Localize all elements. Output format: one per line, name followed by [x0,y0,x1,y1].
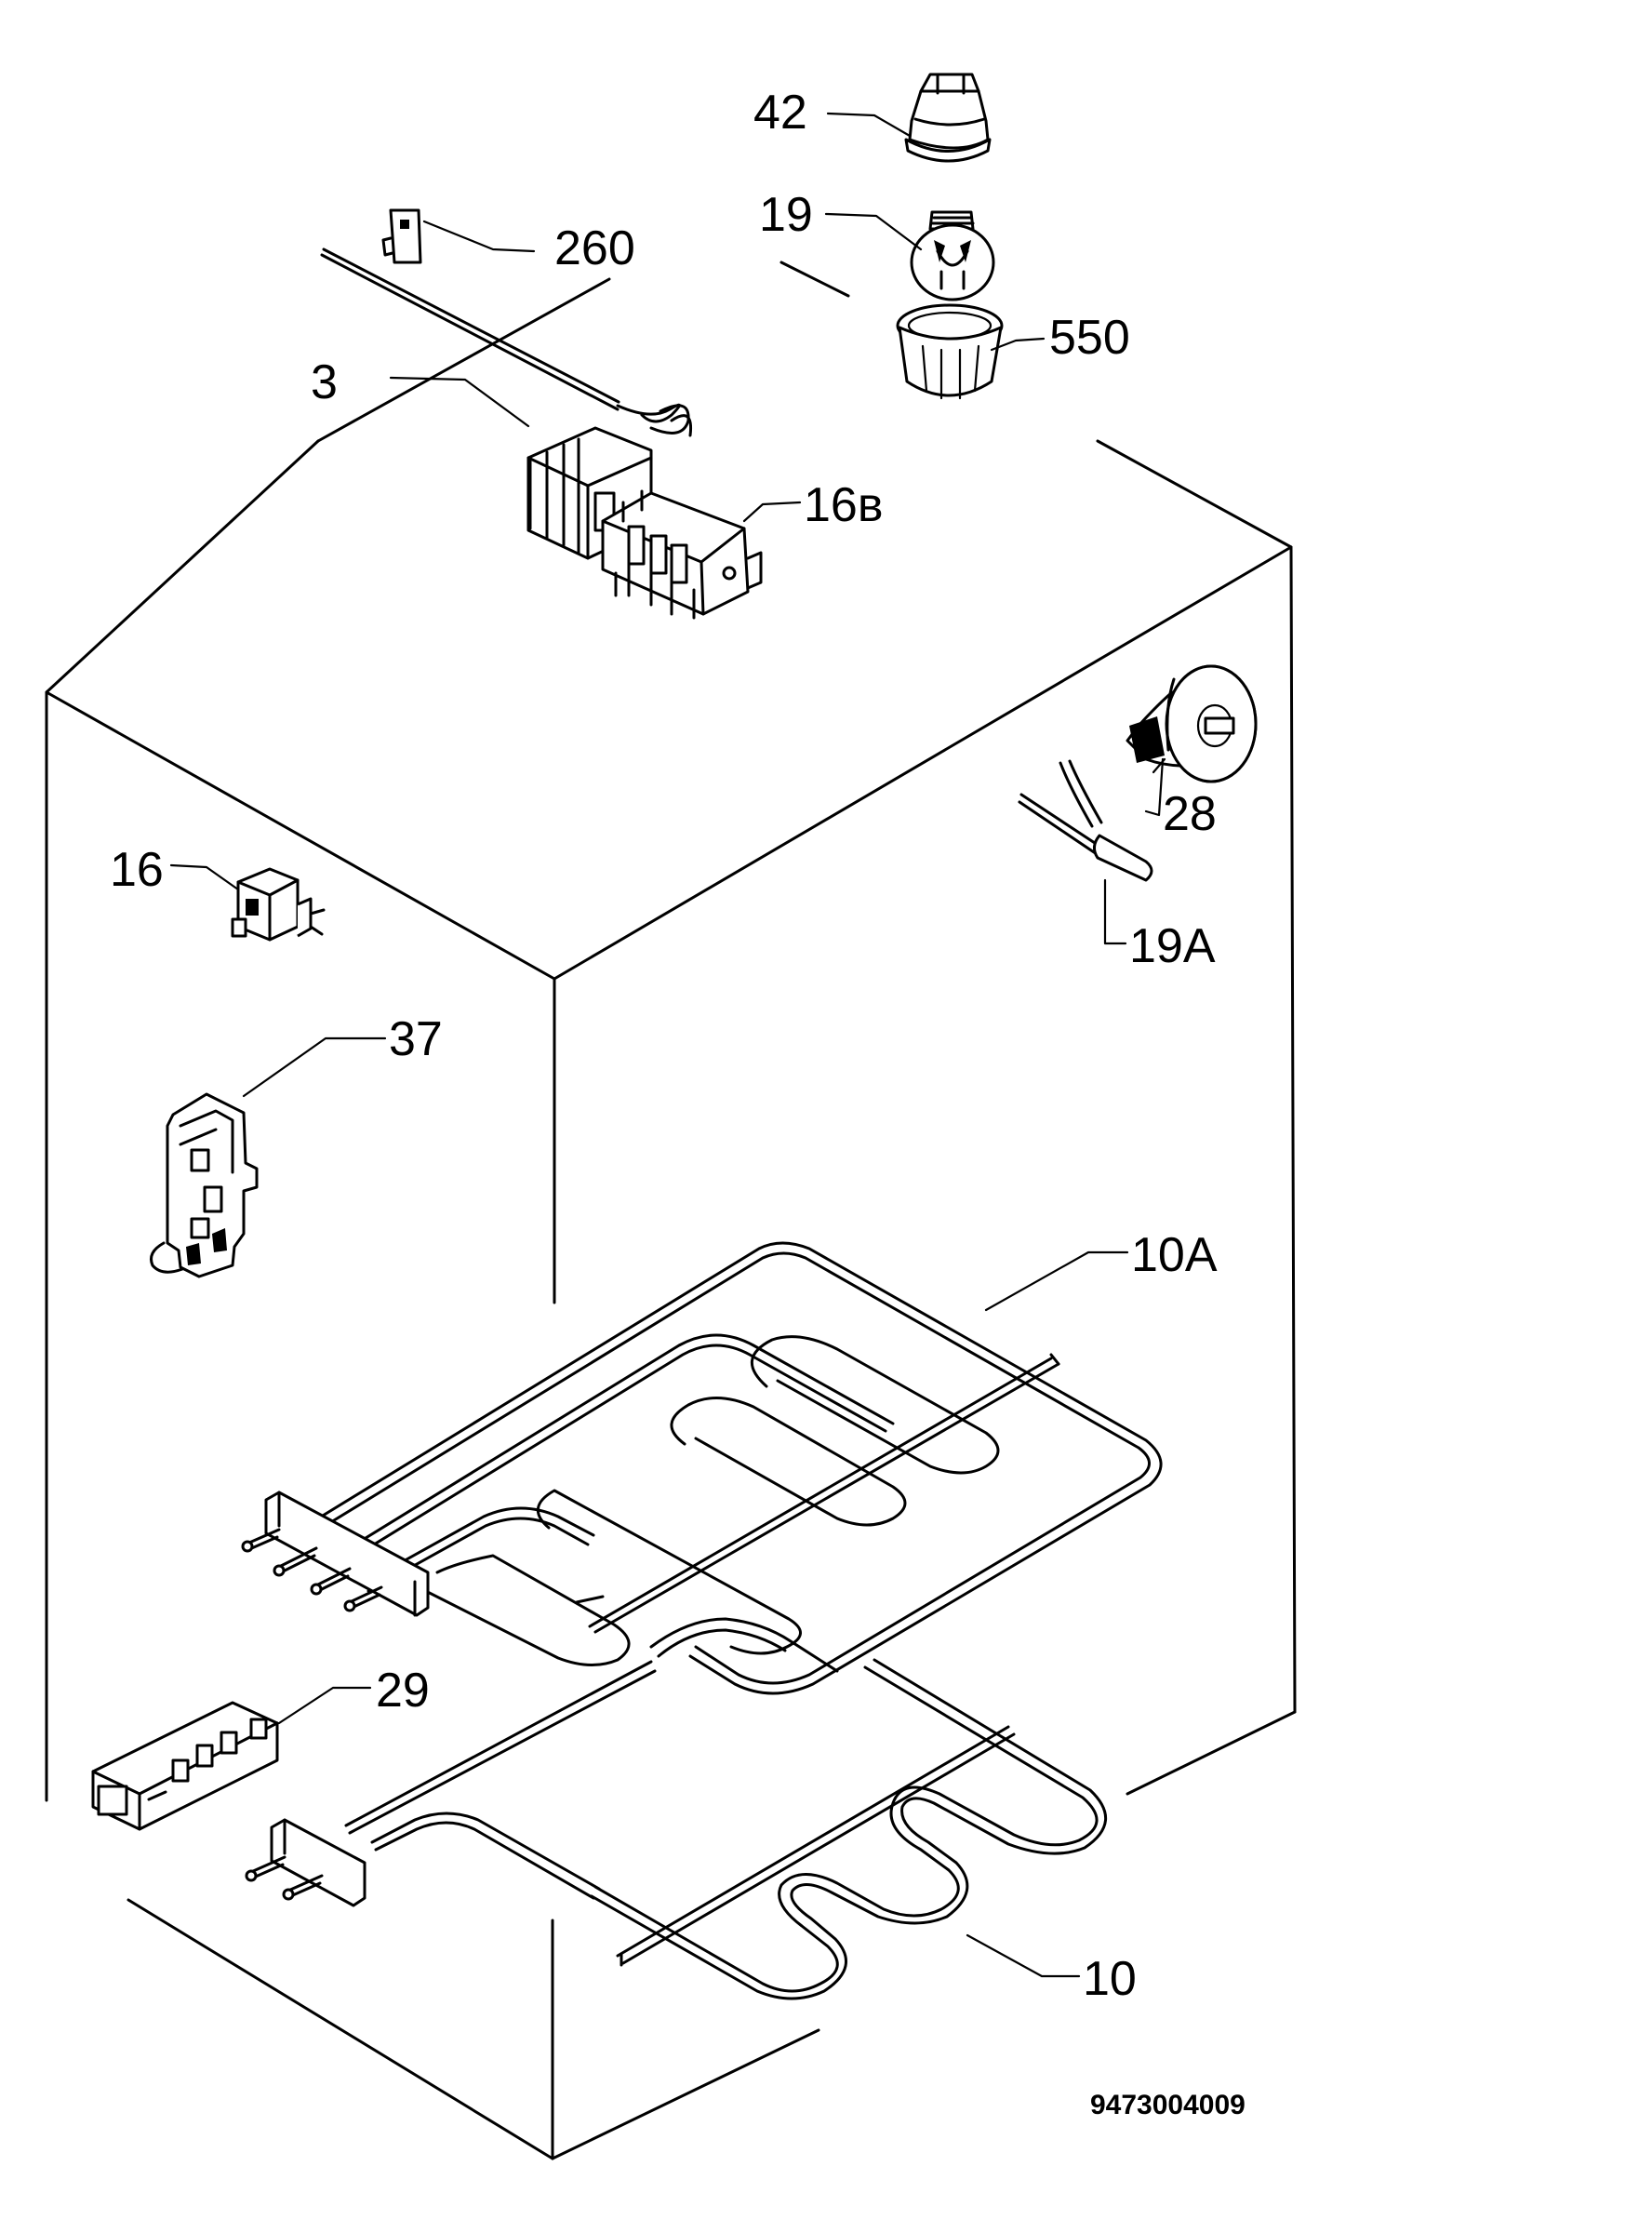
label-550: 550 [1049,311,1130,365]
label-19: 19 [759,188,813,242]
part-19a-sensor [1018,759,1153,882]
label-16: 16 [110,843,164,897]
label-28: 28 [1163,787,1217,841]
label-19a: 19A [1129,919,1216,973]
part-16b-selector-switch [601,489,763,620]
part-16-push-switch [231,867,326,942]
part-10a-grill-element [241,1241,1163,1695]
part-10-lower-element [245,1658,1107,2000]
part-42-lamp-cover [904,73,992,163]
part-550-glass-cover [896,303,1004,400]
oven-cabinet-outline [45,261,1297,2160]
label-37: 37 [389,1012,443,1066]
part-37-contact-block [150,1092,259,1278]
part-260-capillary-bracket [320,208,693,437]
label-10a: 10A [1131,1228,1218,1282]
part-19-lamp-bulb [910,210,995,301]
label-29: 29 [376,1664,430,1718]
label-10: 10 [1083,1952,1137,2006]
part-29-terminal-block [91,1701,279,1831]
label-16b: 16в [804,478,883,532]
leader-lines [169,112,1166,1978]
label-260: 260 [554,221,635,275]
catalog-number: 9473004009 [1090,2090,1246,2120]
part-28-fan-motor [1126,664,1258,783]
label-42: 42 [753,86,807,140]
label-3: 3 [311,355,338,409]
part-labels: 42 19 260 550 3 16в 28 16 19A 37 10A 29 … [110,86,1218,2006]
